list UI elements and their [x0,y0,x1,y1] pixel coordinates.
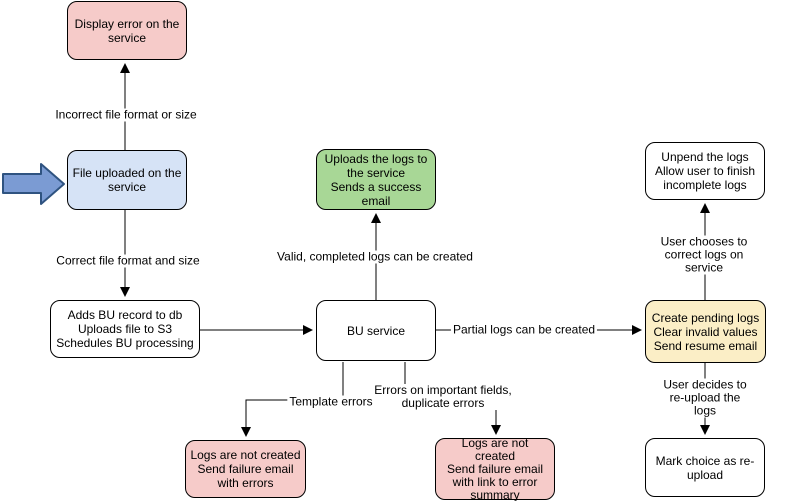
edge-label-important-errors: Errors on important fields, duplicate er… [372,383,514,410]
edge-label-partial-logs: Partial logs can be created [450,322,598,337]
node-mark-choice: Mark choice as re- upload [645,438,765,497]
node-logs-not-created-summary: Logs are not created Send failure email … [435,436,555,501]
node-uploads-logs: Uploads the logs to the service Sends a … [316,149,436,210]
node-create-pending-logs: Create pending logs Clear invalid values… [645,300,766,363]
node-logs-not-created-errors: Logs are not created Send failure email … [185,440,306,498]
edge-label-user-reuploads: User decides to re-upload the logs [657,378,753,418]
edge-label-user-corrects: User chooses to correct logs on service [655,235,753,275]
edge-label-incorrect-format: Incorrect file format or size [53,107,199,122]
edge-label-template-errors: Template errors [287,394,375,409]
node-file-uploaded: File uploaded on the service [67,150,187,210]
edge-label-valid-logs: Valid, completed logs can be created [275,249,475,264]
edge-label-correct-format: Correct file format and size [54,253,202,268]
node-adds-bu-record: Adds BU record to db Uploads file to S3 … [50,300,200,358]
node-bu-service: BU service [316,300,436,361]
node-display-error: Display error on the service [67,1,187,60]
node-unpend-logs: Unpend the logs Allow user to finish inc… [645,142,765,200]
entry-arrow-icon [2,163,65,205]
